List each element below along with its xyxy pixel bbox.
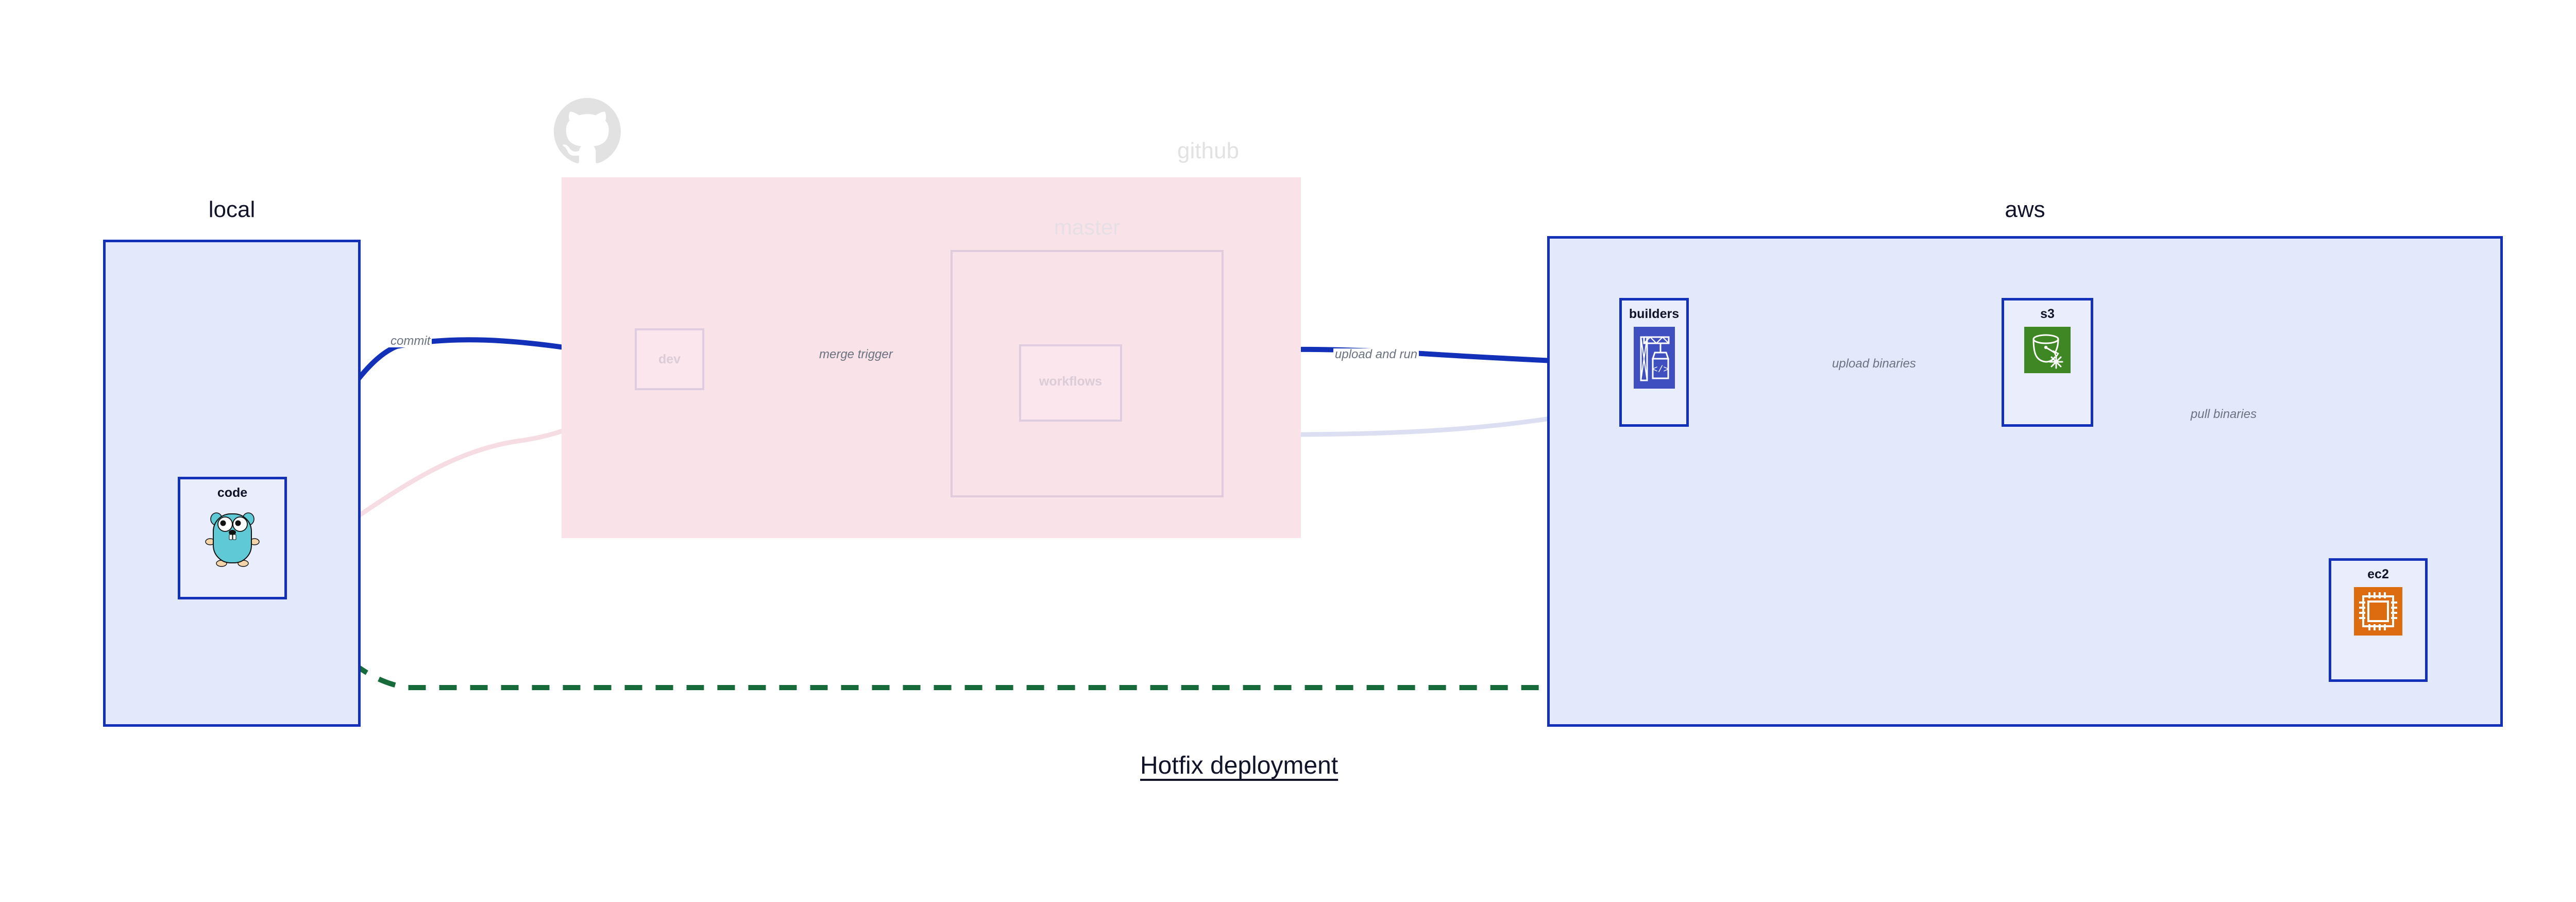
- edge-label-commit: commit: [389, 335, 432, 347]
- aws-ec2-icon: [2354, 587, 2402, 638]
- node-s3[interactable]: s3: [2002, 298, 2093, 427]
- node-workflows[interactable]: workflows: [1019, 344, 1122, 422]
- node-dev-label: dev: [658, 352, 681, 366]
- github-octocat-icon: [554, 98, 621, 165]
- cluster-aws-title: aws: [2005, 197, 2045, 222]
- node-s3-label: s3: [2040, 307, 2055, 321]
- cluster-github-title: github: [1177, 138, 1239, 163]
- node-ec2[interactable]: ec2: [2329, 558, 2428, 682]
- node-ec2-label: ec2: [2367, 567, 2389, 581]
- edge-label-pull-binaries: pull binaries: [2191, 407, 2257, 421]
- node-builders-label: builders: [1629, 307, 1680, 321]
- svg-text:</>: </>: [1652, 365, 1668, 375]
- node-workflows-label: workflows: [1039, 374, 1103, 389]
- cluster-master-title: master: [1054, 215, 1121, 239]
- edge-label-merge-trigger: merge trigger: [818, 348, 894, 361]
- aws-s3-glacier-icon: [2024, 327, 2071, 376]
- cluster-github: [562, 177, 1301, 538]
- edge-label-upload-and-run: upload and run: [1333, 348, 1419, 361]
- aws-codebuild-icon: </>: [1633, 327, 1675, 391]
- node-code-label: code: [217, 486, 248, 500]
- node-code[interactable]: code: [178, 477, 287, 599]
- go-gopher-icon: [204, 506, 261, 570]
- node-builders[interactable]: builders </>: [1619, 298, 1689, 427]
- cluster-local-title: local: [208, 197, 256, 222]
- edge-label-upload-binaries: upload binaries: [1831, 358, 1918, 370]
- diagram-caption: Hotfix deployment: [1140, 752, 1338, 779]
- cluster-master: [951, 250, 1224, 497]
- node-dev[interactable]: dev: [635, 328, 704, 390]
